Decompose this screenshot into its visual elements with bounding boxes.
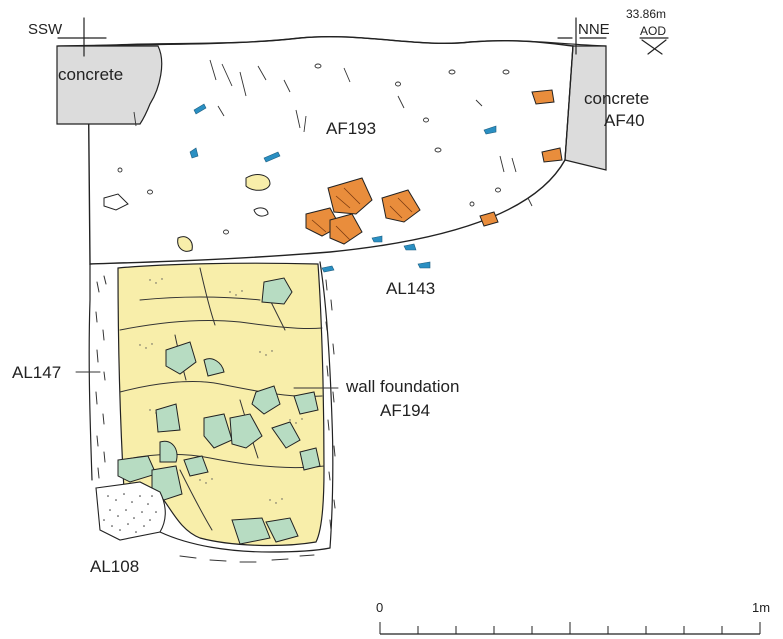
- base-hatching: [179, 554, 315, 563]
- scale-bar: 0 1m: [376, 600, 770, 635]
- trench-base: [159, 531, 331, 553]
- scale-start-label: 0: [376, 600, 383, 615]
- label-concrete-right: concrete: [584, 89, 649, 108]
- right-hatching: [325, 279, 336, 531]
- label-ssw: SSW: [28, 21, 63, 38]
- al108-stipple: [103, 493, 157, 533]
- datum-marker: [639, 37, 669, 55]
- scale-end-label: 1m: [752, 600, 770, 615]
- label-nne: NNE: [578, 21, 610, 38]
- glass-shards: [189, 103, 497, 273]
- label-al143: AL143: [386, 279, 435, 298]
- label-al147: AL147: [12, 363, 61, 382]
- ssw-marker: [57, 17, 107, 57]
- al147-edge: [88, 263, 93, 481]
- label-datum-height: 33.86m: [626, 7, 666, 21]
- label-al108: AL108: [90, 557, 139, 576]
- label-af194: AF194: [380, 401, 430, 420]
- fill-marks: [117, 59, 533, 235]
- label-datum-ref: AOD: [640, 24, 666, 38]
- tile-fragments: [305, 89, 563, 245]
- stones: [117, 277, 321, 545]
- nne-marker: [557, 17, 607, 55]
- pebbles: [177, 174, 271, 252]
- ground-surface: [57, 36, 607, 47]
- right-cut: [319, 261, 334, 549]
- al108-deposit: [95, 481, 166, 541]
- white-stones: [103, 193, 269, 217]
- al147-hatching: [95, 275, 107, 479]
- label-concrete-left: concrete: [58, 65, 123, 84]
- tile-hatching: [311, 187, 413, 241]
- wall-courses: [119, 267, 325, 531]
- label-af193: AF193: [326, 119, 376, 138]
- concrete-left: [56, 45, 163, 125]
- label-af40: AF40: [604, 111, 645, 130]
- label-wall-foundation: wall foundation: [345, 377, 459, 396]
